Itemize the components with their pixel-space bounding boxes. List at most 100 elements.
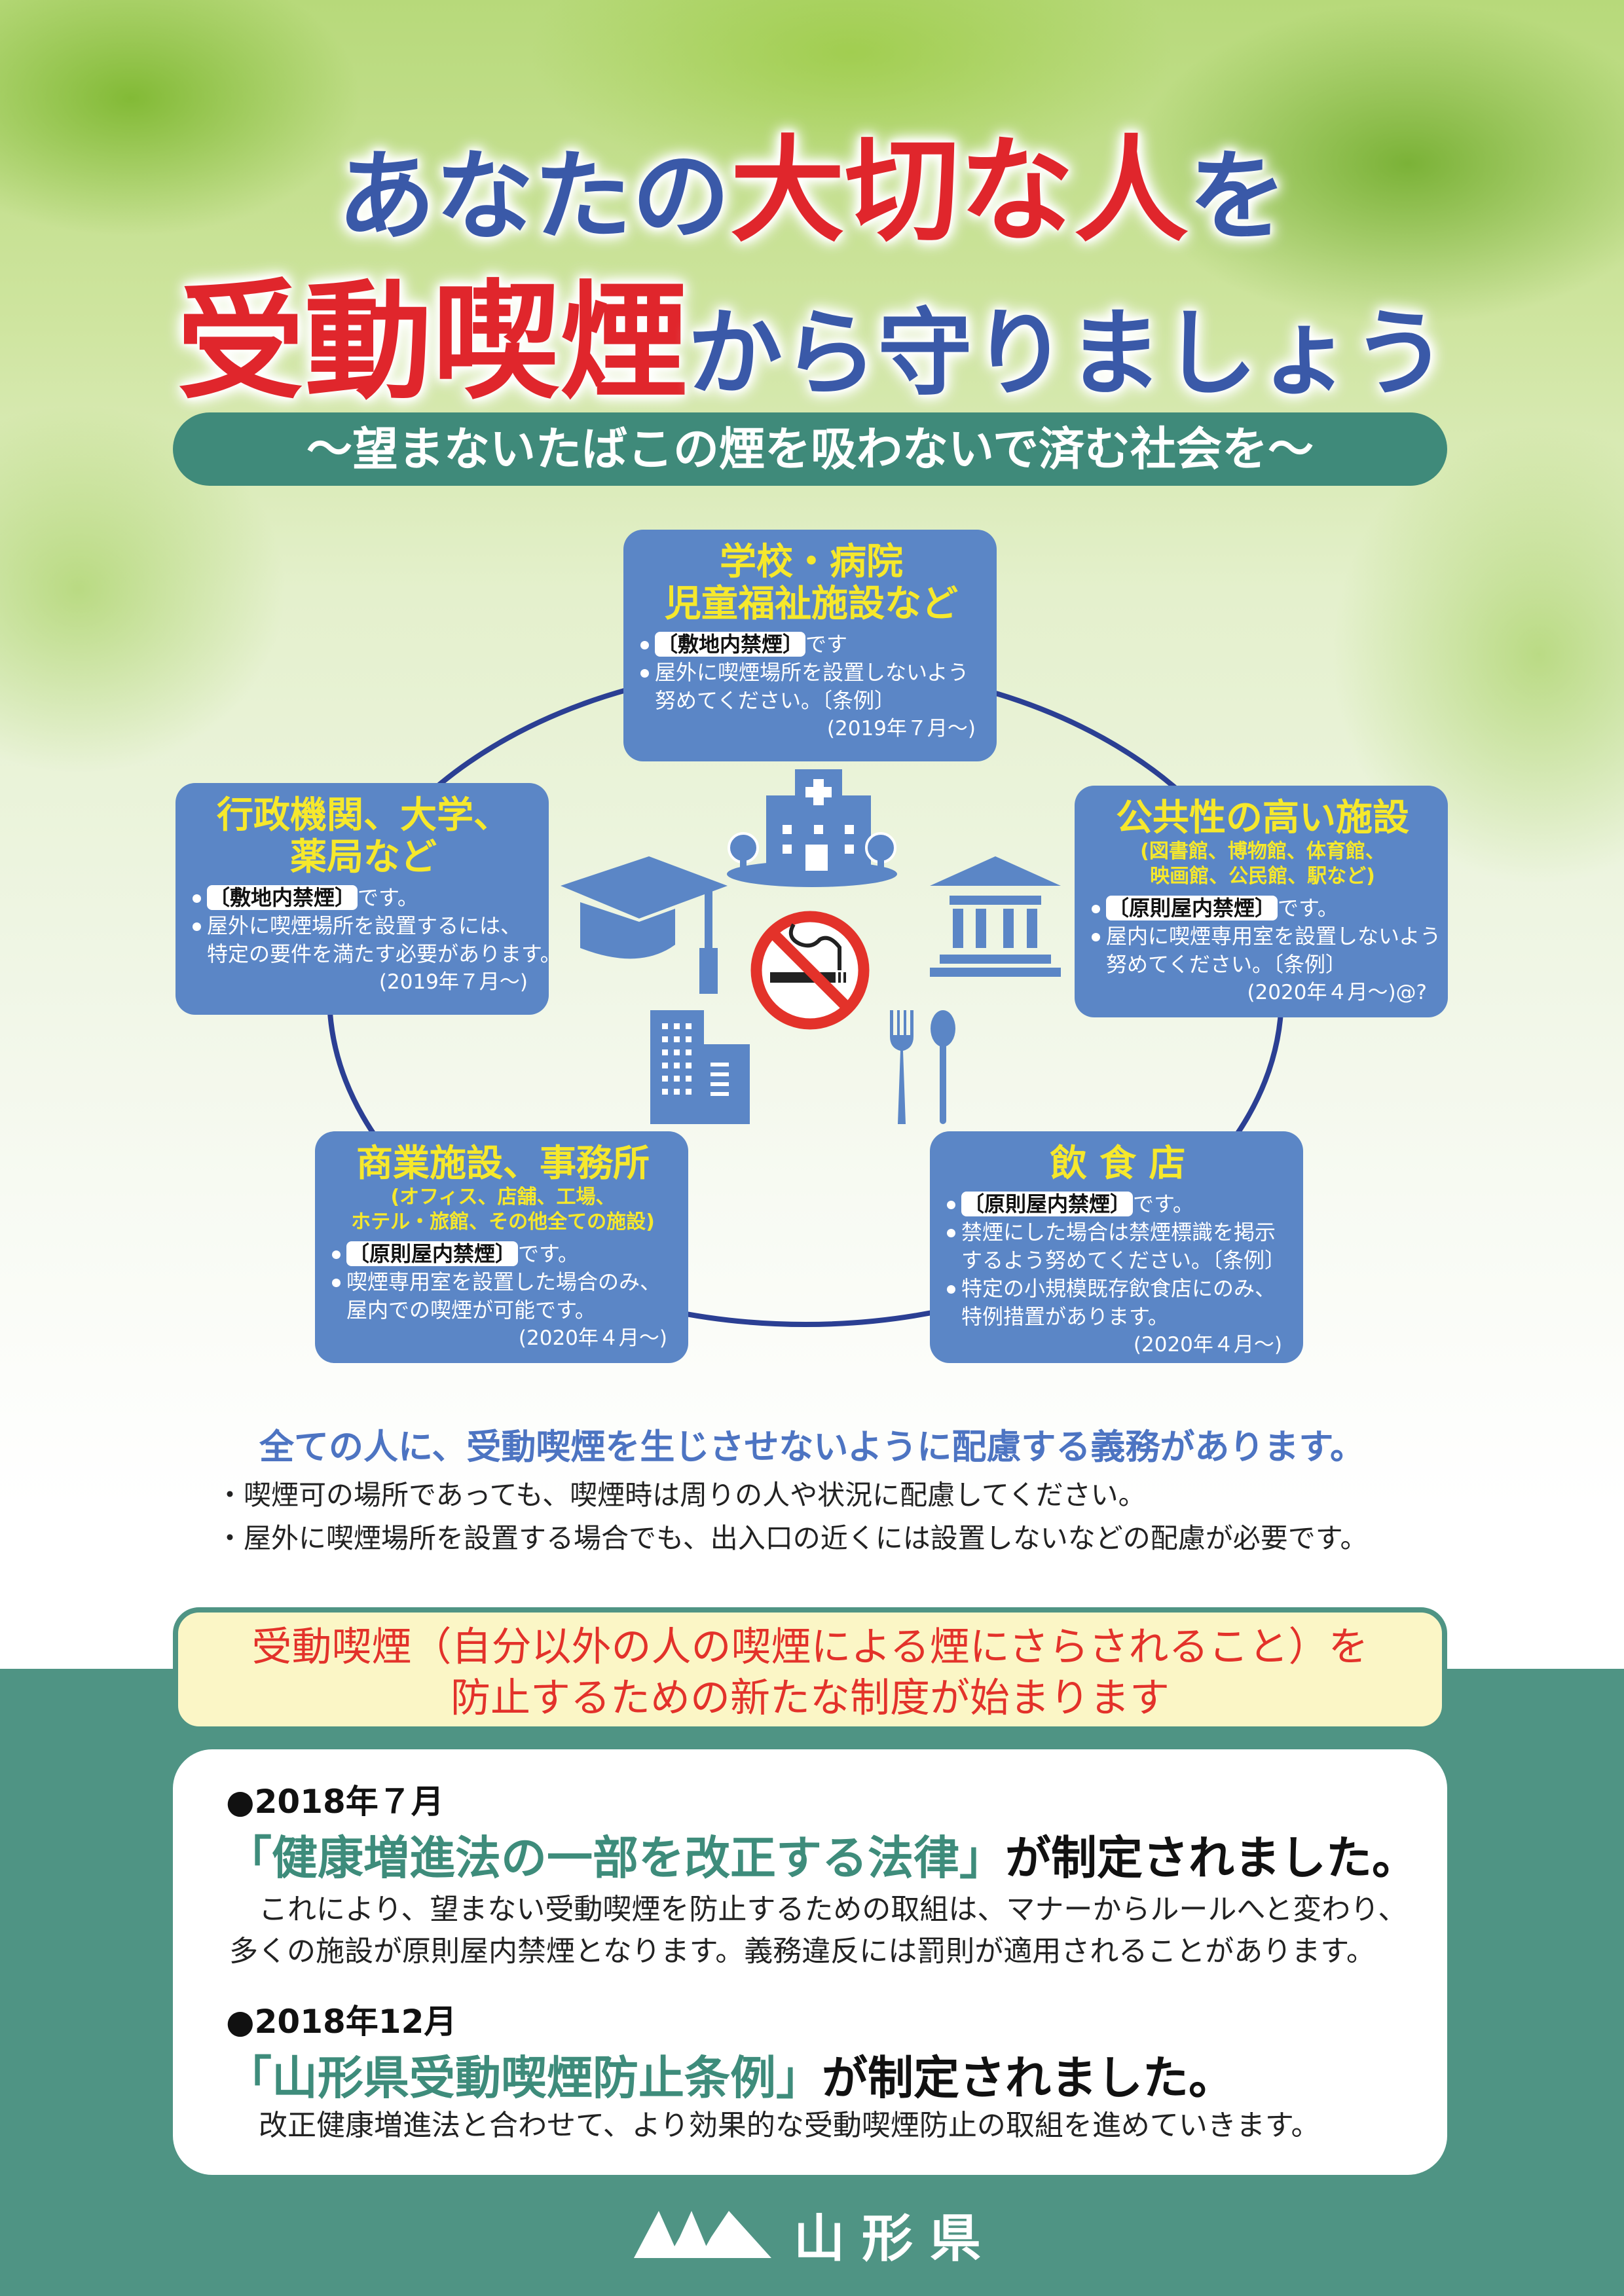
facility-rule-text: 屋内での喫煙が可能です。 <box>346 1298 596 1322</box>
facility-rule: 特定の小規模既存飲食店にのみ、特例措置があります。 <box>947 1275 1289 1331</box>
facility-rule-line: 努めてください。〔条例〕 <box>655 687 982 715</box>
facility-rule-line: 屋外に喫煙場所を設置するには、 <box>207 912 534 940</box>
effective-date: (2020年４月～) <box>1133 1333 1282 1357</box>
law-enacted-line: 「健康増進法の一部を改正する法律」が制定されました。 <box>226 1821 1418 1887</box>
smoking-rule-tag: 〔敷地内禁煙〕 <box>207 885 358 910</box>
facility-rule-text: 喫煙専用室を設置した場合のみ、 <box>346 1269 661 1294</box>
facility-rule: 〔原則屋内禁煙〕です。 <box>947 1190 1289 1218</box>
facility-rule-text: 特定の小規模既存飲食店にのみ、 <box>961 1276 1276 1301</box>
facility-rule-line: 特例措置があります。 <box>961 1303 1289 1331</box>
facility-title: 公共性の高い施設 <box>1116 797 1409 839</box>
facility-rule-text: 特例措置があります。 <box>961 1304 1169 1329</box>
law-info-box <box>173 1749 1447 2175</box>
facility-rule-line: 〔原則屋内禁煙〕です。 <box>1106 894 1433 922</box>
facility-title: 飲 食 店 <box>1050 1142 1186 1185</box>
facility-rule-text: です。 <box>358 885 418 910</box>
headline-emphasis: 大切な人 <box>730 125 1189 258</box>
facility-rule-line: 〔敷地内禁煙〕です <box>655 630 982 659</box>
notice-line: 受動喫煙（自分以外の人の喫煙による煙にさらされること）を <box>251 1624 1369 1670</box>
smoking-rule-tag: 〔原則屋内禁煙〕 <box>346 1241 519 1266</box>
facility-rule-line: 努めてください。〔条例〕 <box>1106 951 1433 979</box>
mortarboard-icon <box>561 856 728 994</box>
facility-rule-text: 努めてください。〔条例〕 <box>1106 952 1347 977</box>
law-name: 「健康増進法の一部を改正する法律」 <box>226 1831 1005 1885</box>
ordinance-name: 「山形県受動喫煙防止条例」 <box>226 2051 822 2105</box>
facility-rule-text: です <box>805 632 848 657</box>
facility-rule-text: 努めてください。〔条例〕 <box>655 688 896 713</box>
facility-rule: 〔原則屋内禁煙〕です。 <box>1092 894 1433 922</box>
ordinance-description: 改正健康増進法と合わせて、より効果的な受動喫煙防止の取組を進めていきます。 <box>259 2109 1320 2142</box>
duty-heading: 全ての人に、受動喫煙を生じさせないように配慮する義務があります。 <box>259 1427 1365 1467</box>
law-description: これにより、望まない受動喫煙を防止するための取組は、マナーからルールへと変わり、 <box>259 1893 1407 1926</box>
public-building-icon <box>930 856 1061 977</box>
headline-secondhand-smoke: 受動喫煙 <box>177 268 688 416</box>
logo-text: 山形県 <box>794 2210 999 2269</box>
facility-rule: 〔原則屋内禁煙〕です。 <box>332 1240 674 1268</box>
duty-bullet: ・喫煙可の場所であっても、喫煙時は周りの人や状況に配慮してください。 <box>216 1479 1146 1511</box>
ordinance-enacted-line: 「山形県受動喫煙防止条例」が制定されました。 <box>226 2041 1234 2107</box>
facility-rule: 屋外に喫煙場所を設置するには、特定の要件を満たす必要があります。 <box>193 912 561 968</box>
facility-rule-line: 特定の小規模既存飲食店にのみ、 <box>961 1275 1289 1303</box>
notice-line: 防止するための新たな制度が始まります <box>450 1675 1170 1721</box>
facility-examples: (図書館、博物館、体育館、 <box>1140 840 1385 863</box>
law-date: ●2018年７月 <box>226 1783 444 1821</box>
facility-rule-text: 禁煙にした場合は禁煙標識を掲示 <box>961 1220 1276 1245</box>
facility-rule-line: 特定の要件を満たす必要があります。 <box>207 940 561 968</box>
facility-title: 児童福祉施設など <box>665 583 958 625</box>
facility-rule-text: です。 <box>1278 896 1338 920</box>
headline-suffix: を <box>1189 140 1287 254</box>
effective-date: (2019年７月～) <box>378 970 528 994</box>
law-description: 多くの施設が原則屋内禁煙となります。義務違反には罰則が適用されることがあります。 <box>229 1935 1375 1968</box>
facility-rule-text: です。 <box>518 1241 579 1266</box>
hospital-icon <box>727 769 897 887</box>
office-building-icon <box>650 1010 750 1124</box>
facility-rule: 屋外に喫煙場所を設置しないよう努めてください。〔条例〕 <box>640 659 982 715</box>
smoking-rule-tag: 〔敷地内禁煙〕 <box>655 632 806 657</box>
ordinance-date: ●2018年12月 <box>226 2003 457 2041</box>
facility-rule: 〔敷地内禁煙〕です <box>640 630 982 659</box>
facility-title: 商業施設、事務所 <box>356 1142 650 1185</box>
facility-rule-text: 屋外に喫煙場所を設置するには、 <box>207 913 522 938</box>
facility-rule-line: するよう努めてください。〔条例〕 <box>961 1247 1289 1275</box>
headline-line-1: あなたの大切な人を <box>0 98 1624 264</box>
facility-box-restaurants: 飲 食 店〔原則屋内禁煙〕です。禁煙にした場合は禁煙標識を掲示するよう努めてくだ… <box>930 1131 1303 1363</box>
mountains-logo-icon <box>634 2211 771 2258</box>
facility-examples: ホテル・旅館、その他全ての施設) <box>351 1211 655 1233</box>
duty-bullet: ・屋外に喫煙場所を設置する場合でも、出入口の近くには設置しないなどの配慮が必要で… <box>216 1522 1368 1554</box>
headline-prefix: あなたの <box>337 140 730 254</box>
effective-date: (2020年４月～) <box>518 1326 667 1350</box>
facility-box-schools-hospitals: 学校・病院児童福祉施設など〔敷地内禁煙〕です屋外に喫煙場所を設置しないよう努めて… <box>623 530 997 761</box>
facility-examples: (オフィス、店舗、工場、 <box>390 1186 616 1209</box>
facility-box-government-universities: 行政機関、大学、薬局など〔敷地内禁煙〕です。屋外に喫煙場所を設置するには、特定の… <box>175 783 561 1015</box>
headline-line-2: 受動喫煙から守りましょう <box>0 239 1624 424</box>
facility-rule-line: 禁煙にした場合は禁煙標識を掲示 <box>961 1218 1289 1247</box>
law-enacted: が制定されました。 <box>1005 1831 1418 1885</box>
no-smoking-icon <box>750 911 870 1030</box>
facility-box-commercial-offices: 商業施設、事務所(オフィス、店舗、工場、ホテル・旅館、その他全ての施設) 〔原則屋… <box>315 1131 688 1363</box>
smoking-rule-tag: 〔原則屋内禁煙〕 <box>961 1192 1134 1216</box>
facility-rule-line: 喫煙専用室を設置した場合のみ、 <box>346 1268 674 1296</box>
facility-rule: 屋内に喫煙専用室を設置しないよう努めてください。〔条例〕 <box>1092 922 1441 979</box>
facility-rule-text: 特定の要件を満たす必要があります。 <box>207 941 561 966</box>
facility-rule-line: 〔敷地内禁煙〕です。 <box>207 884 534 912</box>
new-system-notice: 受動喫煙（自分以外の人の喫煙による煙にさらされること）を 防止するための新たな制… <box>173 1607 1447 1732</box>
ordinance-enacted: が制定されました。 <box>822 2051 1234 2105</box>
yamagata-prefecture-logo: 山形県 <box>634 2205 998 2269</box>
facility-examples: 映画館、公民館、駅など) <box>1150 865 1375 888</box>
facility-rule-text: 屋外に喫煙場所を設置しないよう <box>655 660 969 685</box>
effective-date: (2020年４月～)@? <box>1247 981 1427 1004</box>
fork-spoon-icon <box>890 1010 955 1124</box>
facility-rule: 喫煙専用室を設置した場合のみ、屋内での喫煙が可能です。 <box>332 1268 674 1324</box>
facility-title: 学校・病院 <box>720 541 903 583</box>
headline-protect: から守りましょう <box>688 299 1447 409</box>
facility-rule-text: です。 <box>1133 1192 1194 1216</box>
facility-title: 薬局など <box>290 836 437 879</box>
smoking-rule-tag: 〔原則屋内禁煙〕 <box>1106 896 1278 920</box>
facility-rule: 禁煙にした場合は禁煙標識を掲示するよう努めてください。〔条例〕 <box>947 1218 1289 1275</box>
facility-rule-line: 屋内に喫煙専用室を設置しないよう <box>1106 922 1441 951</box>
facility-rule-line: 屋内での喫煙が可能です。 <box>346 1296 674 1324</box>
facility-rule-line: 屋外に喫煙場所を設置しないよう <box>655 659 982 687</box>
subtitle-banner: ～望まないたばこの煙を吸わないで済む社会を～ <box>173 412 1447 486</box>
effective-date: (2019年７月～) <box>826 717 976 740</box>
facility-rule: 〔敷地内禁煙〕です。 <box>193 884 534 912</box>
